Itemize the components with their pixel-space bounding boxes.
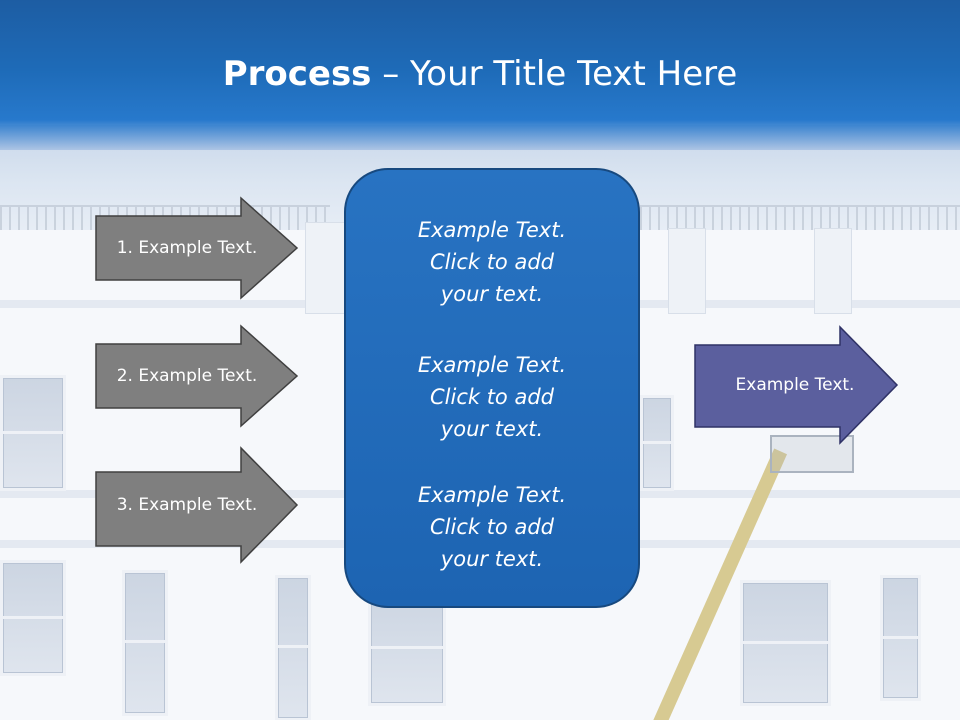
slide-title-bold: Process	[222, 54, 372, 94]
background-window	[122, 570, 168, 716]
center-text-line: Click to add	[429, 250, 554, 274]
center-text-line: Example Text.	[417, 483, 567, 507]
background-window	[740, 580, 831, 706]
center-text-line: your text.	[440, 282, 544, 306]
arrow-step-2[interactable]: 2. Example Text.	[95, 324, 299, 428]
arrow-shape-icon	[95, 446, 299, 564]
title-bar	[0, 0, 960, 150]
center-text-line: your text.	[440, 547, 544, 571]
background-window	[0, 560, 66, 676]
center-content-box[interactable]: Example Text. Click to add your text. Ex…	[344, 168, 640, 608]
arrow-output[interactable]: Example Text.	[694, 325, 899, 445]
slide-title-rest: – Your Title Text Here	[371, 54, 738, 94]
arrow-step-3[interactable]: 3. Example Text.	[95, 446, 299, 564]
arrow-step-2-label: 2. Example Text.	[116, 366, 258, 386]
center-text-block-3: Example Text. Click to add your text.	[346, 479, 638, 575]
arrow-step-3-label: 3. Example Text.	[116, 495, 258, 515]
center-text-block-2: Example Text. Click to add your text.	[346, 349, 638, 445]
background-pillar	[668, 228, 706, 314]
arrow-shape-icon	[694, 325, 899, 445]
center-text-line: Example Text.	[417, 353, 567, 377]
arrow-step-1[interactable]: 1. Example Text.	[95, 196, 299, 300]
center-text-block-1: Example Text. Click to add your text.	[346, 214, 638, 310]
center-text-line: Click to add	[429, 385, 554, 409]
background-window	[880, 575, 921, 701]
background-window	[640, 395, 674, 491]
background-pillar	[814, 228, 852, 314]
slide-title[interactable]: Process – Your Title Text Here	[0, 52, 960, 96]
center-text-line: Click to add	[429, 515, 554, 539]
background-pillar	[305, 222, 345, 314]
arrow-shape-icon	[95, 324, 299, 428]
arrow-shape-icon	[95, 196, 299, 300]
background-window	[275, 575, 311, 720]
background-window	[368, 590, 446, 706]
arrow-output-label: Example Text.	[735, 375, 855, 395]
center-text-line: your text.	[440, 417, 544, 441]
arrow-step-1-label: 1. Example Text.	[116, 238, 258, 258]
background-window	[0, 375, 66, 491]
center-text-line: Example Text.	[417, 218, 567, 242]
